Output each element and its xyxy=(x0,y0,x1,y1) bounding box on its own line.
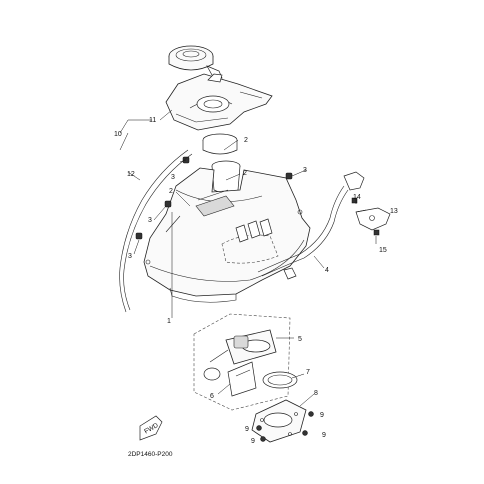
fuel-hose xyxy=(257,171,365,280)
callout-13: 13 xyxy=(390,208,398,215)
callout-9a: 9 xyxy=(245,426,249,433)
callout-2c: 2 xyxy=(169,188,173,195)
diagram-code: 2DP1460-P200 xyxy=(128,451,173,458)
retaining-plate xyxy=(251,399,307,443)
callout-9c: 9 xyxy=(322,432,326,439)
pump-gasket xyxy=(262,371,298,389)
callout-3d: 3 xyxy=(128,253,132,260)
callout-10: 10 xyxy=(114,131,122,138)
filler-neck xyxy=(202,133,241,194)
callout-7: 7 xyxy=(306,369,310,376)
callout-9d: 9 xyxy=(320,412,324,419)
fwd-arrow-icon xyxy=(139,415,163,441)
screws xyxy=(256,411,314,442)
leader-lines xyxy=(119,109,377,407)
callout-3c: 3 xyxy=(148,217,152,224)
callout-9b: 9 xyxy=(251,438,255,445)
callout-8: 8 xyxy=(314,390,318,397)
callout-11: 11 xyxy=(149,117,156,124)
callout-3a: 3 xyxy=(171,174,175,181)
callout-14: 14 xyxy=(353,194,361,201)
callout-2a: 2 xyxy=(244,137,248,144)
callout-2b: 2 xyxy=(243,170,247,177)
callout-6: 6 xyxy=(210,393,214,400)
callout-labels: 1 2 2 2 3 3 3 3 4 5 6 7 8 9 9 9 9 10 11 … xyxy=(114,117,398,445)
callout-3b: 3 xyxy=(303,167,307,174)
callout-12: 12 xyxy=(127,171,135,178)
fuel-cap xyxy=(168,45,223,79)
callout-4: 4 xyxy=(325,267,329,274)
tank-cover xyxy=(165,73,273,131)
callout-5: 5 xyxy=(298,336,302,343)
callout-15: 15 xyxy=(379,247,387,254)
callout-1: 1 xyxy=(167,318,171,325)
fuel-pump-assembly xyxy=(193,313,291,411)
fuel-tank xyxy=(143,167,311,303)
hose-bracket xyxy=(351,197,391,236)
drain-hose xyxy=(119,149,193,313)
